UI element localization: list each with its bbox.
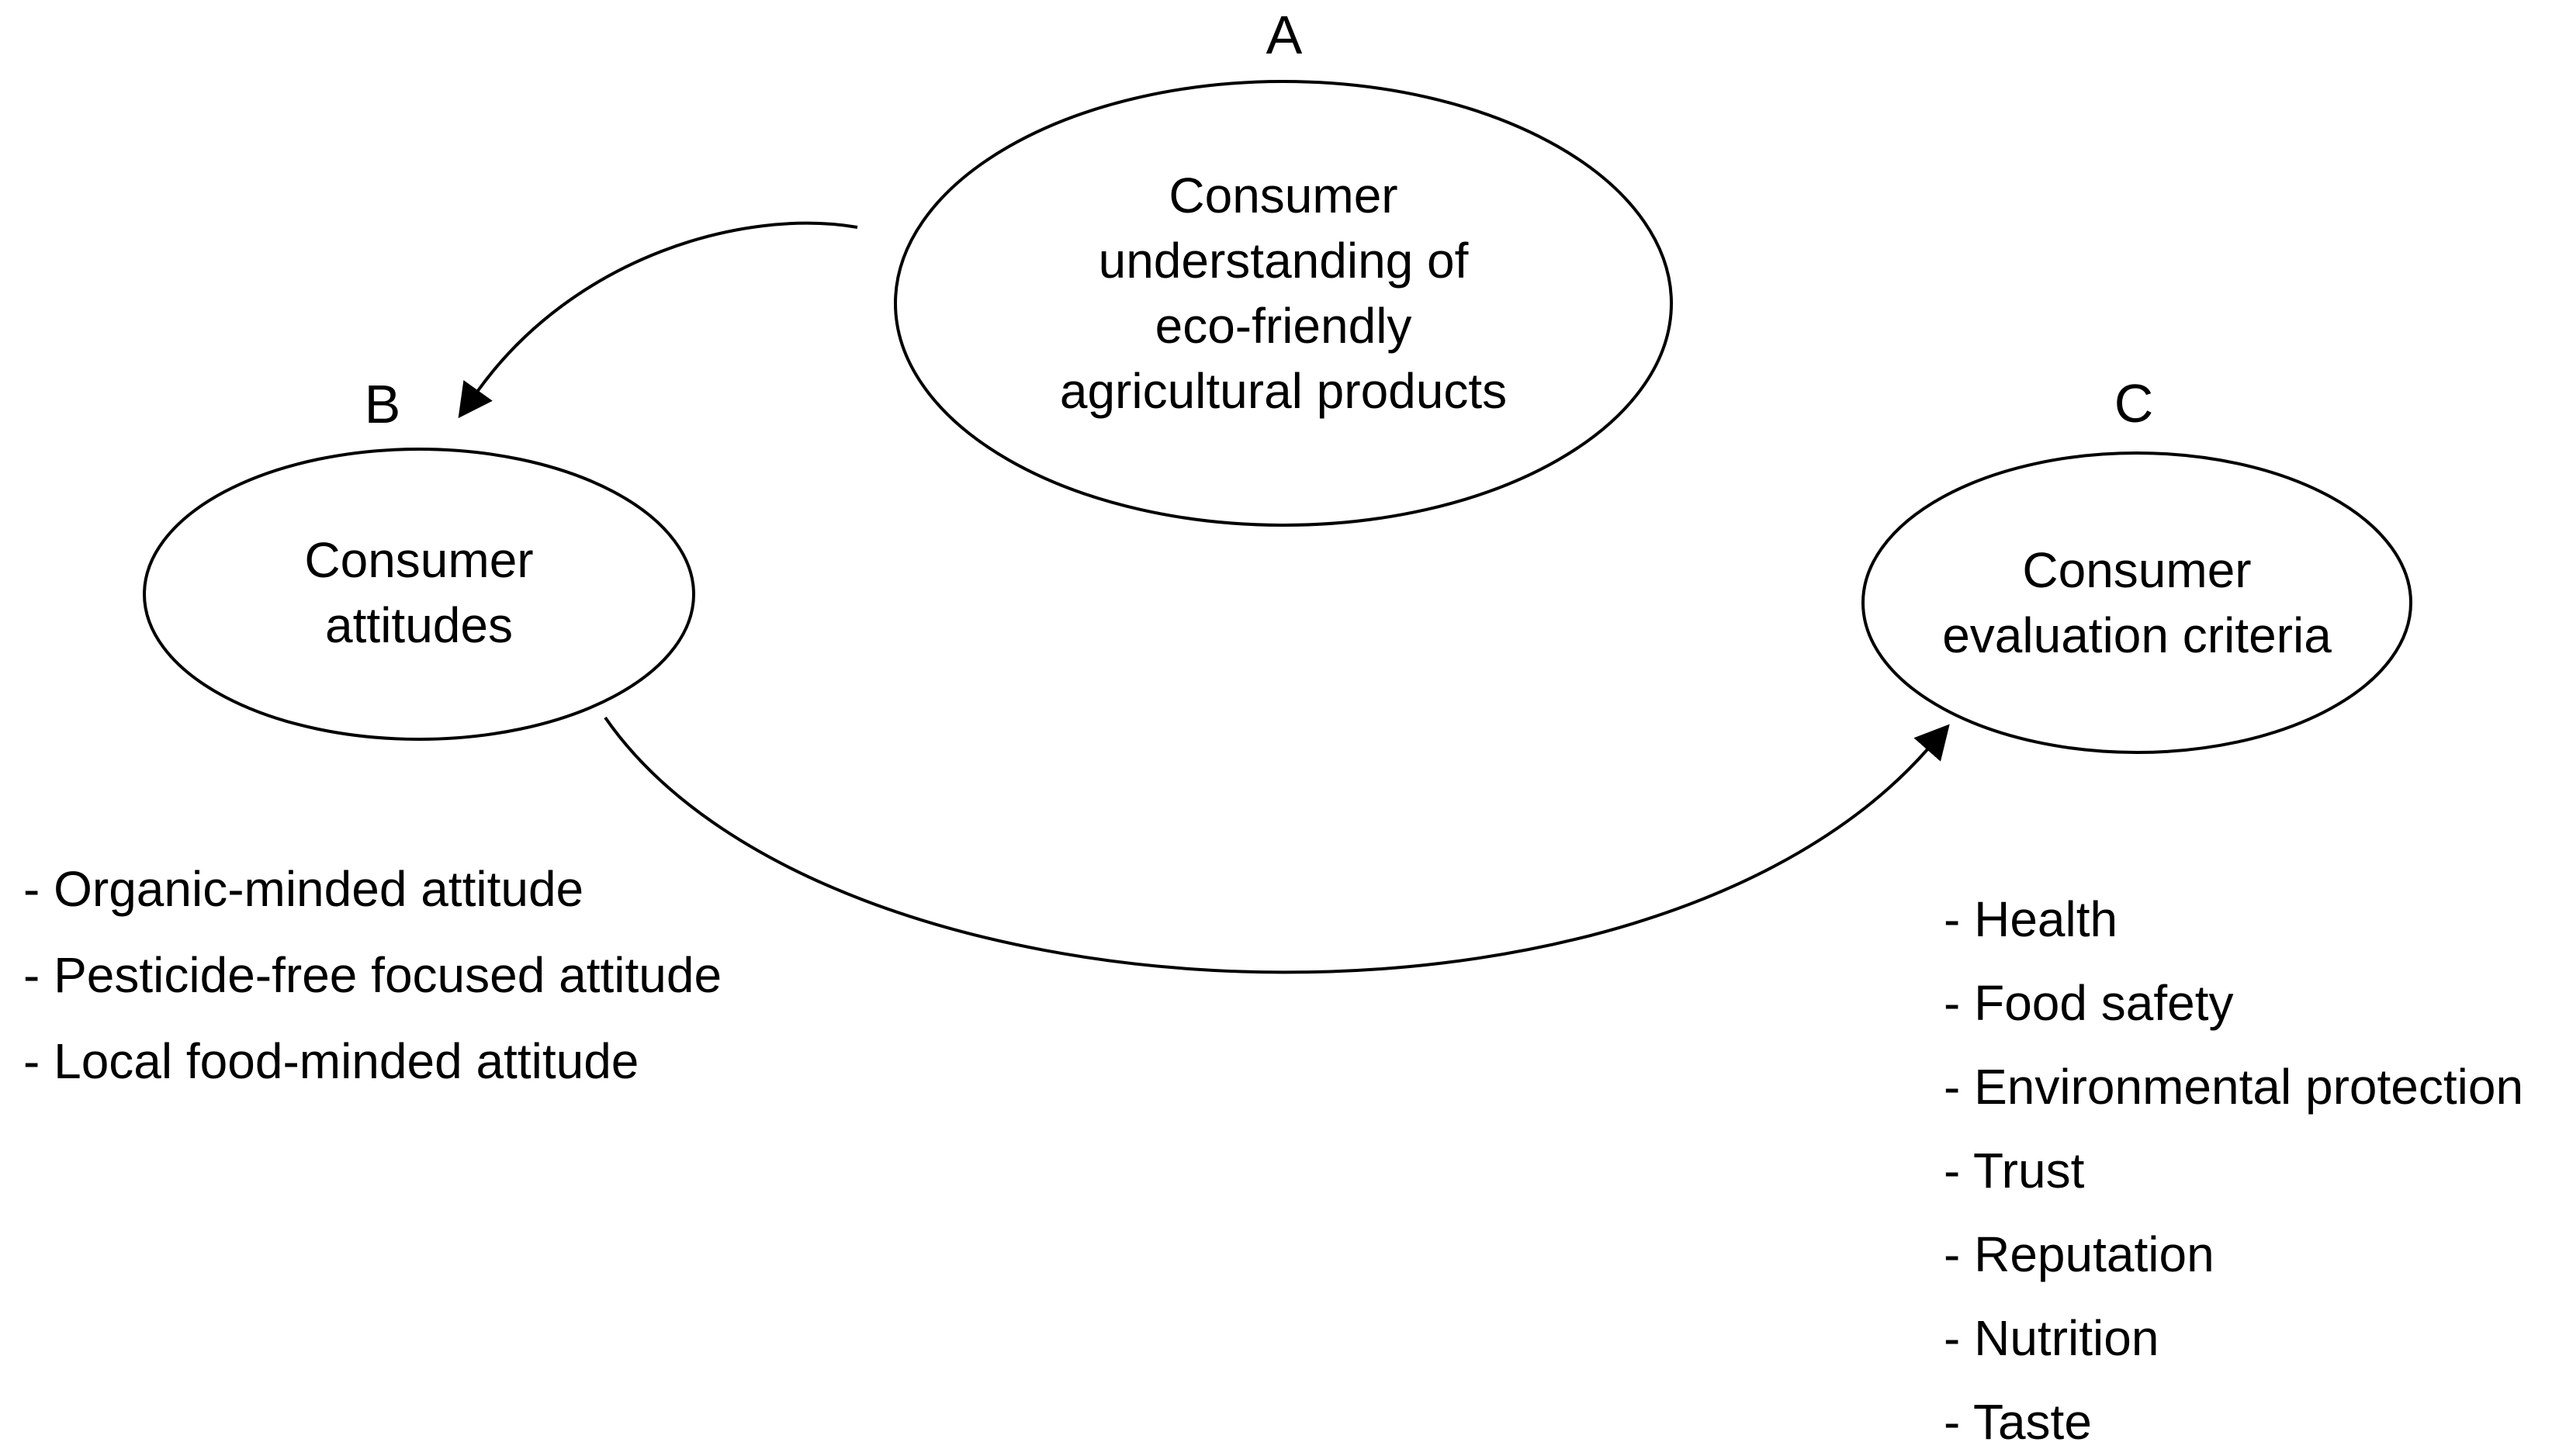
node-a-ellipse [894,80,1673,527]
node-b-text-line: Consumer [304,532,534,588]
node-c-label: C [2114,373,2154,434]
list-item: - Environmental protection [1944,1059,2524,1115]
node-a-text-line: eco-friendly [1155,298,1412,354]
node-b-ellipse [143,448,695,741]
list-item: - Organic-minded attitude [23,861,584,917]
attitudes-list: - Organic-minded attitude - Pesticide-fr… [23,846,722,1105]
edge-b-to-c-arrow [604,716,1950,974]
node-c-text: Consumer evaluation criteria [1942,538,2332,668]
list-item: - Reputation [1944,1226,2214,1282]
list-item: - Food safety [1944,975,2234,1031]
list-item: - Trust [1944,1143,2085,1198]
list-item: - Taste [1944,1394,2092,1450]
node-b-text: Consumer attitudes [304,527,533,658]
node-c-text-line: Consumer [2022,542,2252,598]
node-a-text: Consumer understanding of eco-friendly a… [1060,163,1507,424]
node-a-text-line: Consumer [1169,168,1398,223]
list-item: - Health [1944,891,2118,947]
node-b-label: B [364,374,401,434]
node-c-text-line: evaluation criteria [1942,607,2332,663]
node-a-text-line: understanding of [1098,233,1469,289]
criteria-list: - Health - Food safety - Environmental p… [1944,877,2523,1456]
node-c-ellipse [1861,451,2412,754]
node-a-text-line: agricultural products [1059,363,1508,419]
list-item: - Nutrition [1944,1310,2159,1366]
edge-a-to-b-arrow [458,221,858,419]
list-item: - Pesticide-free focused attitude [23,947,722,1003]
list-item: - Local food-minded attitude [23,1033,639,1089]
node-a-label: A [1266,5,1303,65]
node-b-text-line: attitudes [325,597,513,653]
